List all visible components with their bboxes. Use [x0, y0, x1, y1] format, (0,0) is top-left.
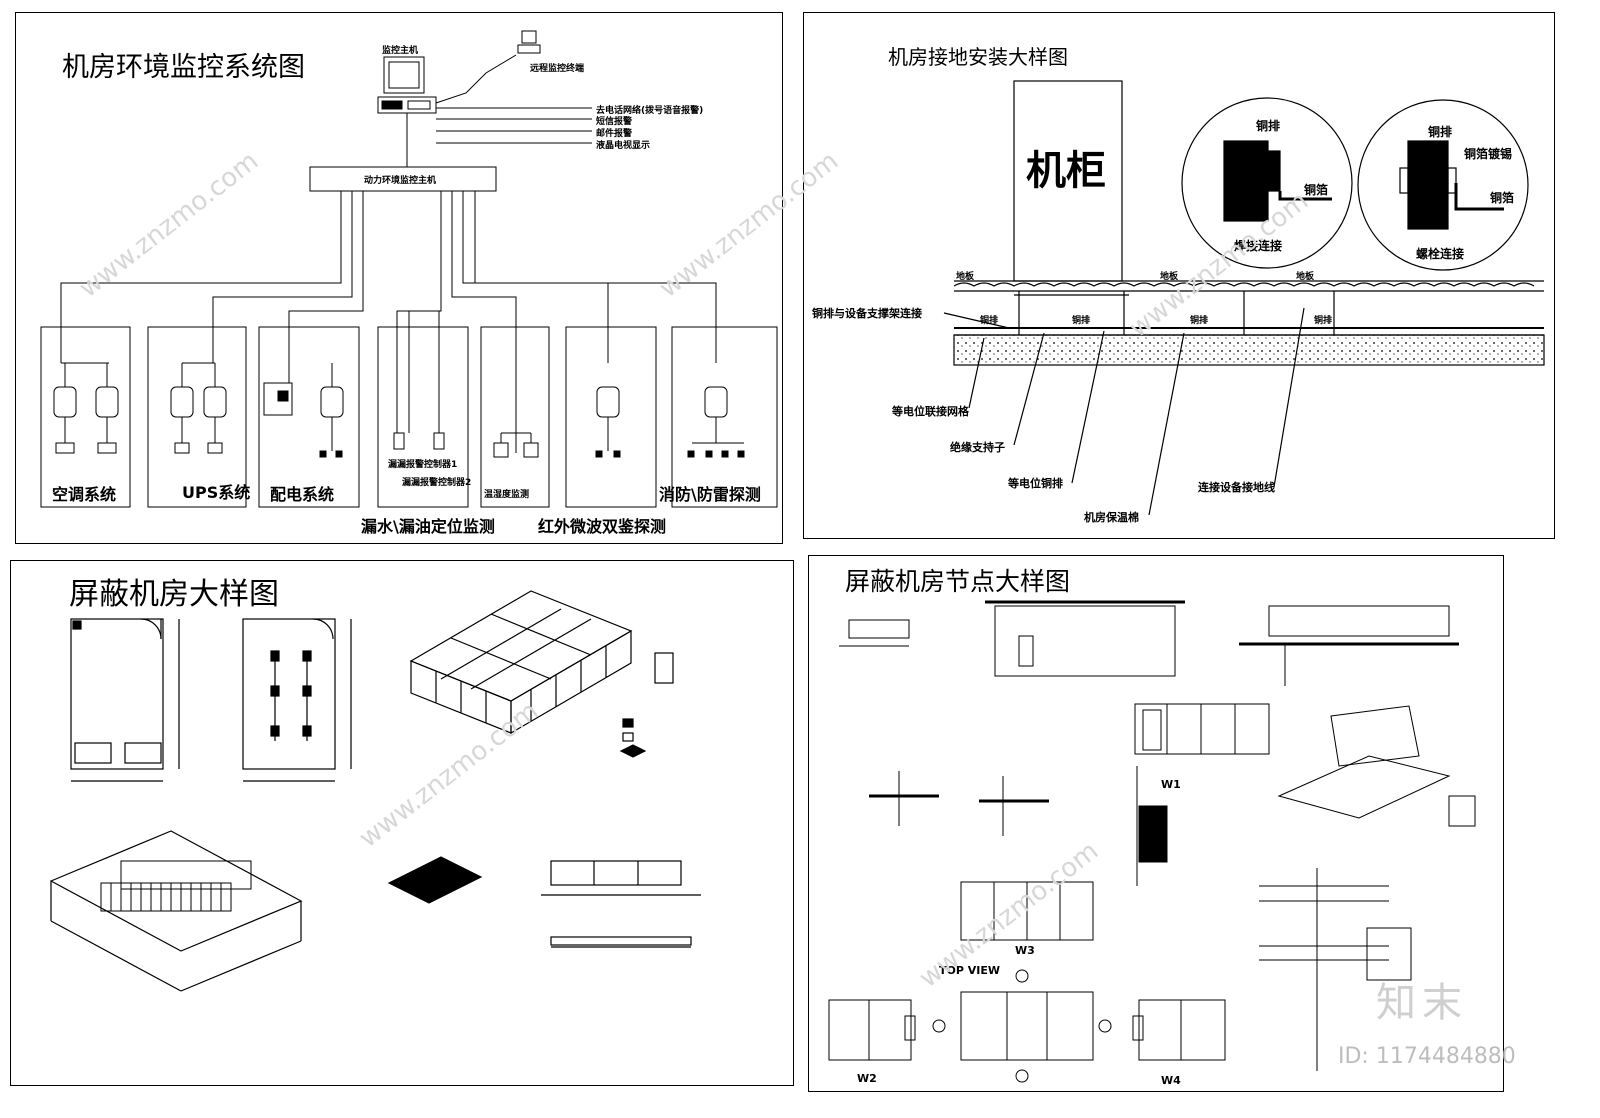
panel-title: 机房接地安装大样图 — [888, 45, 1068, 69]
view-w3: W3 — [1015, 944, 1035, 957]
detail1-top: 铜排 — [1256, 119, 1281, 133]
subsystem-fire: 消防\防雷探测 — [659, 485, 761, 504]
cabinet-label: 机柜 — [1026, 148, 1106, 194]
remote-terminal-label: 远程监控终端 — [530, 64, 585, 74]
panel-grounding-detail: 机房接地安装大样图 — [803, 12, 1555, 539]
power-host-label: 动力环境监控主机 — [364, 176, 437, 186]
subsystem-power: 配电系统 — [270, 485, 335, 504]
detail1-right: 铜箔 — [1304, 183, 1329, 197]
output-tv: 液晶电视显示 — [596, 141, 651, 151]
callout-ground-wire: 连接设备接地线 — [1198, 481, 1275, 494]
floor-label-2: 地板 — [1160, 272, 1179, 282]
detail2-right-top: 铜箔镀锡 — [1464, 147, 1513, 161]
infrared-detection-label: 红外微波双鉴探测 — [538, 517, 667, 536]
view-w2: W2 — [857, 1072, 877, 1085]
subsystem-ups: UPS系统 — [182, 483, 251, 502]
panel-shielded-room-nodes: 屏蔽机房节点大样图 TOP VIEW W1 W2 W3 W4 — [808, 555, 1504, 1092]
callout-equipotential-grid: 等电位联接网格 — [892, 405, 969, 418]
temp-humidity-label: 温湿度监测 — [484, 490, 530, 500]
floor-label-1: 地板 — [956, 272, 975, 282]
output-phone: 去电话网络(拨号语音报警) — [596, 106, 704, 116]
bar-label-1: 铜排 — [980, 316, 999, 326]
monitoring-diagram-drawing — [40, 30, 778, 508]
panel-shielded-room: 屏蔽机房大样图 — [10, 560, 794, 1086]
host-label: 监控主机 — [382, 46, 419, 56]
panel-monitoring-system: 机房环境监控系统图 监控主机 远程监控终端 去电话网络(拨号语音报警) 短信报警… — [15, 12, 783, 544]
node-detail-drawing — [828, 600, 1476, 1083]
callout-insulator: 绝缘支持子 — [950, 441, 1005, 454]
leak-detection-label: 漏水\漏油定位监测 — [361, 517, 495, 536]
leak-controller-1: 漏漏报警控制器1 — [388, 460, 458, 470]
callout-equipotential-bar: 等电位铜排 — [1008, 477, 1063, 490]
grounding-drawing — [943, 80, 1545, 516]
watermark-logo: 知末 — [1376, 980, 1468, 1026]
bar-label-2: 铜排 — [1072, 316, 1091, 326]
leak-controller-2: 漏漏报警控制器2 — [402, 478, 472, 488]
view-w1: W1 — [1161, 778, 1181, 791]
panel-title: 屏蔽机房大样图 — [69, 577, 279, 612]
bar-label-3: 铜排 — [1190, 316, 1209, 326]
output-sms: 短信报警 — [596, 117, 633, 127]
detail1-bottom: 焊接连接 — [1234, 239, 1283, 253]
shielded-room-drawing — [49, 590, 701, 992]
floor-label-3: 地板 — [1296, 272, 1315, 282]
watermark-id: ID: 1174484880 — [1338, 1044, 1516, 1069]
top-view-label: TOP VIEW — [939, 964, 1000, 977]
view-w4: W4 — [1161, 1074, 1181, 1087]
callout-insulation: 机房保温棉 — [1084, 511, 1139, 524]
callout-support-connection: 铜排与设备支撑架连接 — [812, 307, 922, 320]
detail2-bottom: 螺栓连接 — [1416, 247, 1465, 261]
panel-title: 屏蔽机房节点大样图 — [845, 567, 1071, 596]
subsystem-aircon: 空调系统 — [52, 485, 117, 504]
panel-title: 机房环境监控系统图 — [62, 52, 305, 83]
detail2-top: 铜排 — [1428, 125, 1453, 139]
bar-label-4: 铜排 — [1314, 316, 1333, 326]
output-email: 邮件报警 — [596, 129, 633, 139]
detail2-right: 铜箔 — [1490, 191, 1515, 205]
